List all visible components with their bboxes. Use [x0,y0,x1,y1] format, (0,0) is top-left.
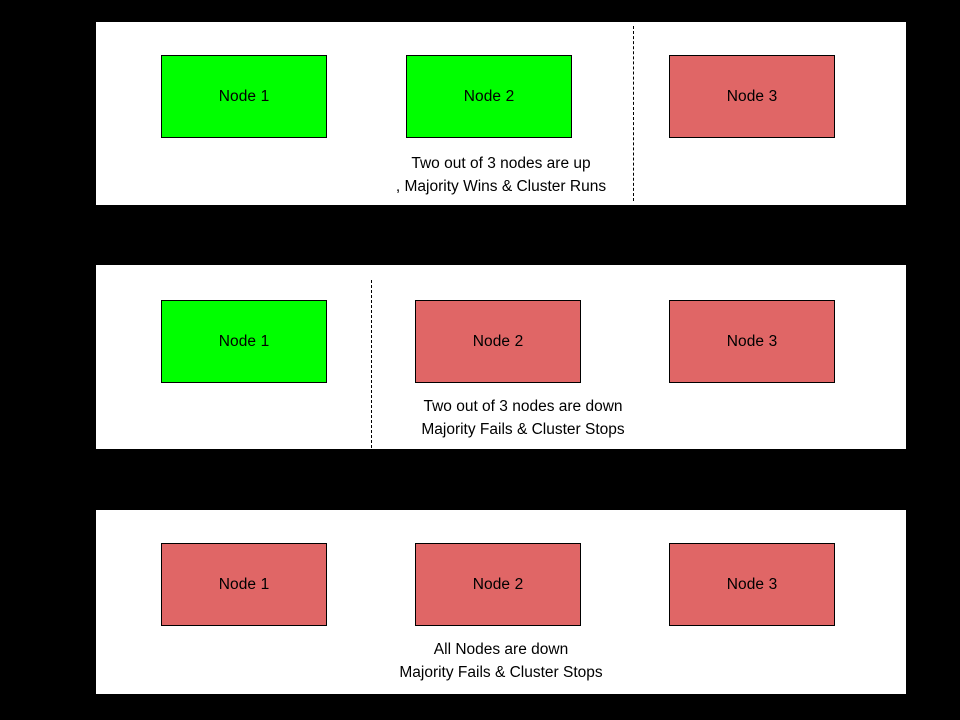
caption-line-2: Majority Fails & Cluster Stops [421,421,625,438]
node-label: Node 3 [726,332,778,350]
node-label: Node 1 [218,87,270,105]
node-box-3[interactable]: Node 3 [669,300,835,383]
scenario-caption: Two out of 3 nodes are down Majority Fai… [118,395,906,441]
caption-line-2: Majority Fails & Cluster Stops [399,664,603,681]
node-label: Node 1 [218,575,270,593]
quorum-divider-line [371,280,372,448]
node-box-3[interactable]: Node 3 [669,543,835,626]
scenario-caption: Two out of 3 nodes are up , Majority Win… [96,152,906,198]
node-label: Node 2 [472,575,524,593]
node-label: Node 1 [218,332,270,350]
caption-line-1: Two out of 3 nodes are down [423,398,623,415]
node-box-2[interactable]: Node 2 [406,55,572,138]
caption-line-1: Two out of 3 nodes are up [411,155,591,172]
scenario-panel-two-down: Node 1 Node 2 Node 3 Two out of 3 nodes … [96,265,906,449]
caption-line-1: All Nodes are down [433,641,569,658]
caption-line-2: , Majority Wins & Cluster Runs [395,178,607,195]
quorum-divider-line [633,26,634,201]
node-box-2[interactable]: Node 2 [415,300,581,383]
scenario-panel-two-up: Node 1 Node 2 Node 3 Two out of 3 nodes … [96,22,906,205]
node-label: Node 2 [472,332,524,350]
node-box-1[interactable]: Node 1 [161,543,327,626]
node-box-1[interactable]: Node 1 [161,300,327,383]
node-label: Node 3 [726,575,778,593]
node-box-1[interactable]: Node 1 [161,55,327,138]
node-label: Node 3 [726,87,778,105]
node-box-2[interactable]: Node 2 [415,543,581,626]
node-label: Node 2 [463,87,515,105]
node-box-3[interactable]: Node 3 [669,55,835,138]
scenario-caption: All Nodes are down Majority Fails & Clus… [96,638,906,684]
scenario-panel-all-down: Node 1 Node 2 Node 3 All Nodes are down … [96,510,906,694]
